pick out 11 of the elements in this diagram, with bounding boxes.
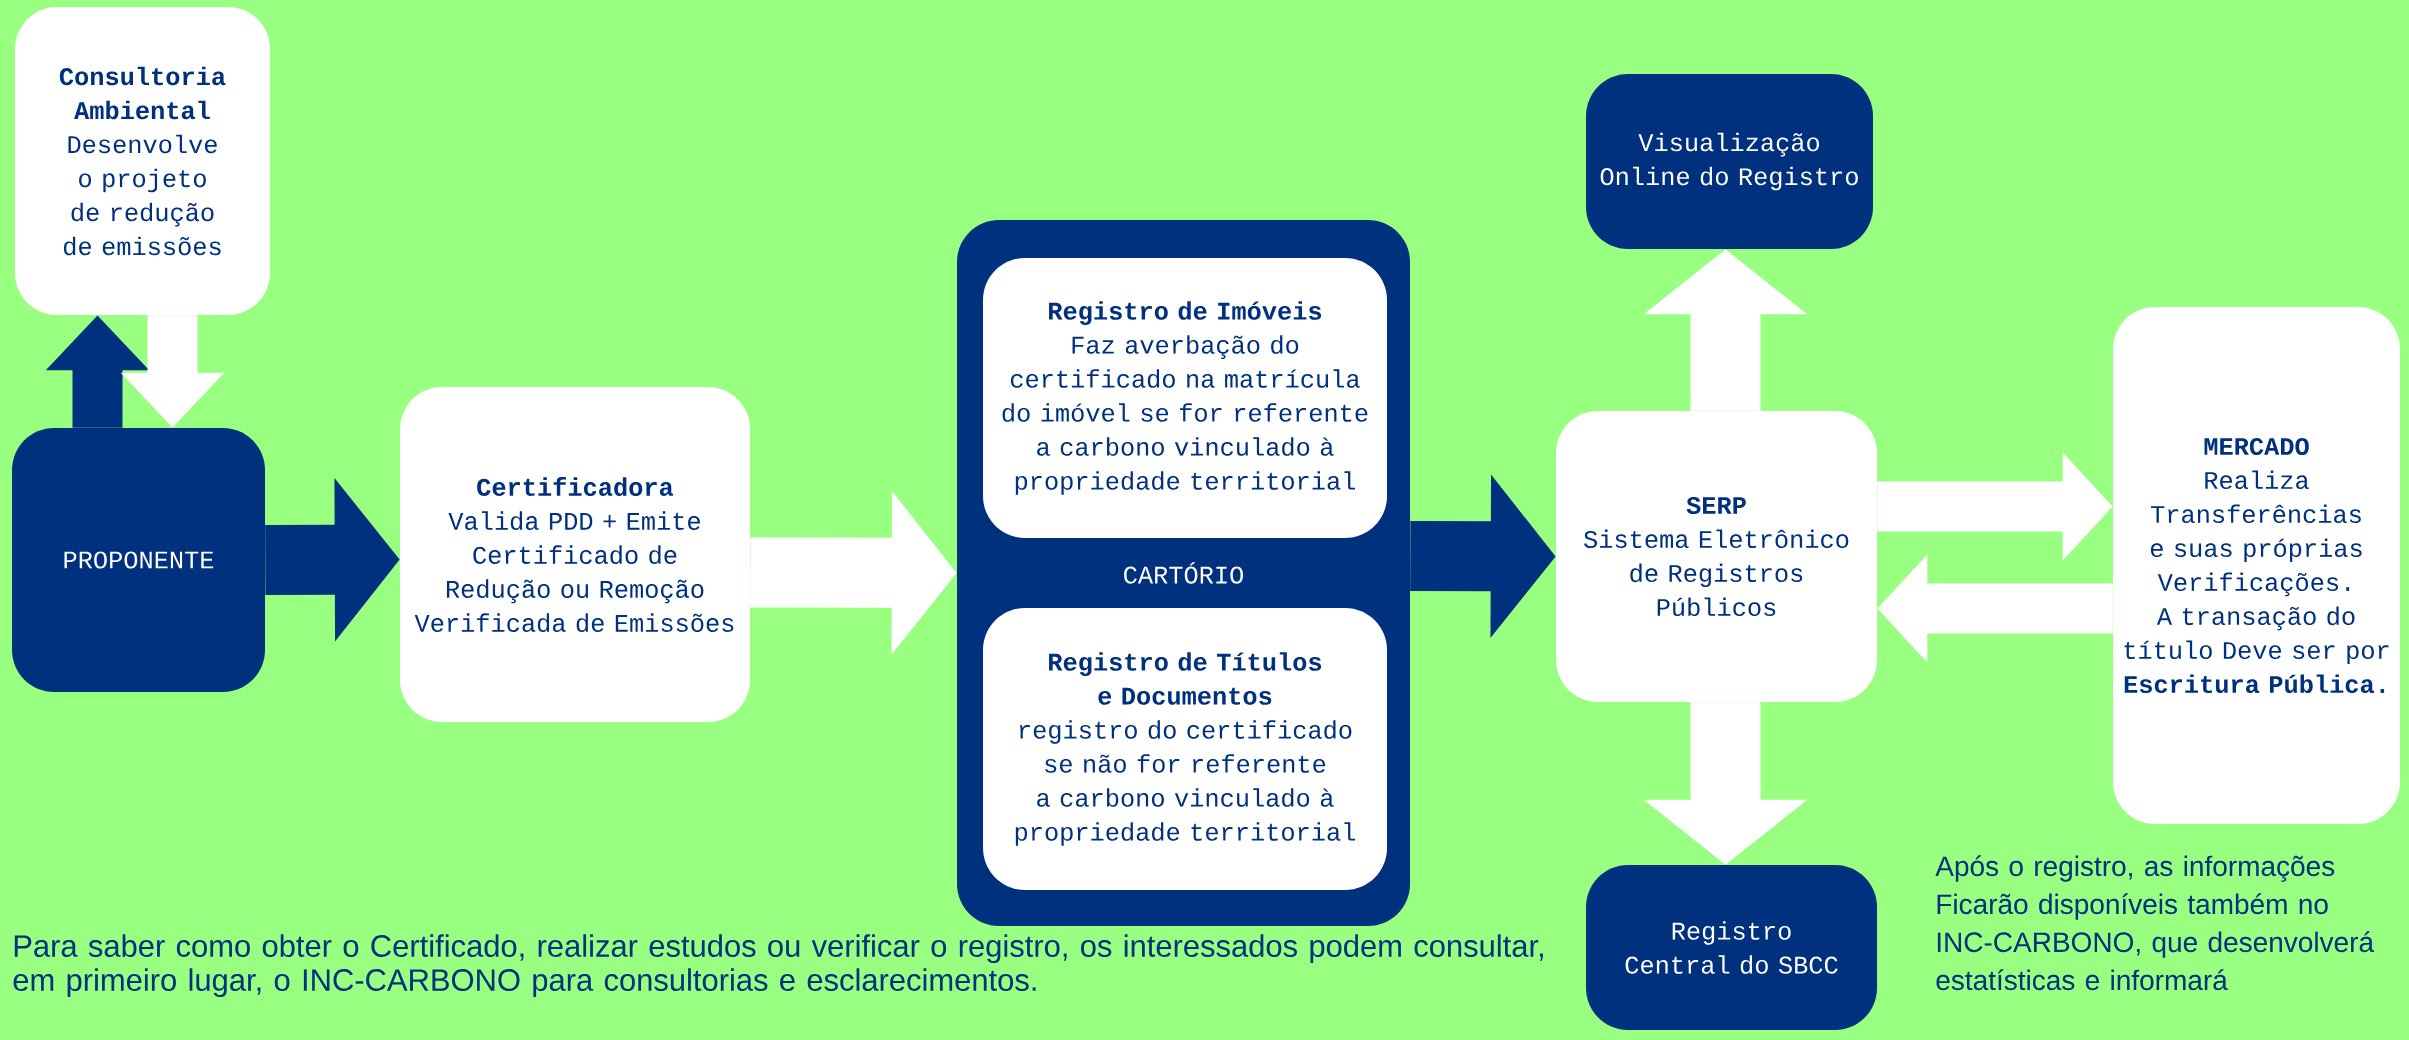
process-box: Consultoria Ambiental Desenvolve o projeto de redução de emissões (15, 7, 270, 315)
process-box: Visualização Online do Registro (1586, 74, 1873, 249)
process-box: PROPONENTE (12, 428, 265, 692)
process-box: Registro de Títulos e Documentos registro do certificado se não for referente a carbono vinculado à propriedade territorial (983, 608, 1387, 890)
process-box: Certificadora Valida PDD + Emite Certificado de Redução ou Remoção Verificada de Emissões (400, 387, 750, 722)
process-box: Registro Central do SBCC (1586, 865, 1877, 1030)
note-text: Após o registro, as informações Ficarão disponíveis também no INC-CARBONO, que desenvolverá estatísticas e informará (1935, 855, 2375, 991)
process-box: Registro de Imóveis Faz averbação do certificado na matrícula do imóvel se for referente a carbono vinculado à propriedade territorial (983, 258, 1387, 538)
note-text: Para saber como obter o Certificado, realizar estudos ou verificar o registro, os interessados podem consultar, em primeiro lugar, o INC-CARBONO para consultorias e esclarecimentos. (13, 934, 1543, 998)
process-box: SERP Sistema Eletrônico de Registros Públicos (1556, 411, 1877, 702)
process-box: MERCADO Realiza Transferências e suas próprias Verificações. A transação do título Deve ser por Escritura Pública. (2113, 307, 2400, 824)
